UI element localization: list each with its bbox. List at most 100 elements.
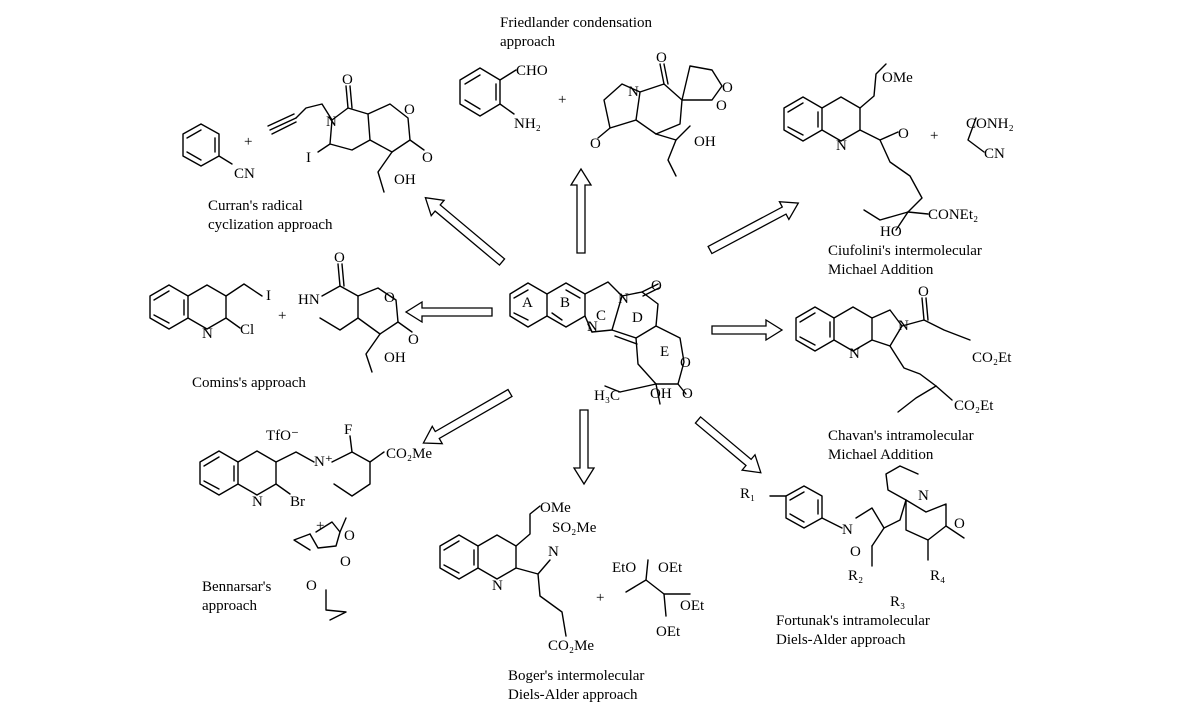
curran-structures (182, 85, 425, 193)
bo-so2me: SO₂Me (552, 520, 597, 536)
cpt-o-carbonyl: O (651, 278, 662, 294)
caption-boger: Boger's intermolecular Diels-Alder appro… (508, 667, 644, 705)
caption-line: Ciufolini's intermolecular (828, 243, 982, 259)
retro-arrow-lower-right (694, 416, 762, 474)
fo-n1: N (842, 522, 853, 538)
caption-friedlander: Friedlander condensation approach (500, 14, 652, 52)
retro-arrow-up (569, 167, 593, 254)
caption-line: Chavan's intramolecular (828, 428, 974, 444)
be-co2me: CO₂Me (386, 446, 432, 462)
cu-i: I (306, 150, 311, 166)
retro-arrow-left (404, 300, 493, 324)
caption-line: Michael Addition (828, 262, 934, 278)
retro-arrows (404, 167, 800, 486)
co-o3: O (408, 332, 419, 348)
cu-n: N (326, 114, 337, 130)
caption-line: Diels-Alder approach (508, 687, 638, 703)
cu-o3: O (422, 150, 433, 166)
fr-nh2: NH₂ (514, 116, 541, 132)
ch-n2: N (898, 318, 909, 334)
co-n: N (202, 326, 213, 342)
ci-n: N (836, 138, 847, 154)
be-br: Br (290, 494, 305, 510)
cpt-h3c: H₃C (594, 388, 620, 404)
plus-ciufolini: + (930, 128, 938, 144)
cpt-oh: OH (650, 386, 672, 402)
cu-oh: OH (394, 172, 416, 188)
fo-r4: R₄ (930, 568, 945, 584)
ch-co2et-1: CO₂Et (972, 350, 1012, 366)
fo-n2: N (918, 488, 929, 504)
camptothecin-structure (509, 281, 687, 405)
fo-r2: R₂ (848, 568, 863, 584)
caption-line: Bennarsar's (202, 579, 272, 595)
bo-n1: N (492, 578, 503, 594)
friedlander-structures (459, 63, 723, 177)
be-o3: O (306, 578, 317, 594)
ci-conet2: CONEt₂ (928, 207, 978, 223)
caption-comins: Comins's approach (192, 374, 306, 393)
caption-line: cyclization approach (208, 217, 333, 233)
co-oh: OH (384, 350, 406, 366)
caption-line: approach (202, 598, 257, 614)
ci-o: O (898, 126, 909, 142)
bennarsar-structures (199, 435, 385, 621)
retro-arrow-down (572, 409, 596, 486)
boger-structures (439, 505, 691, 637)
bo-ome: OMe (540, 500, 571, 516)
retro-arrow-right (711, 318, 784, 342)
caption-line: Diels-Alder approach (776, 632, 906, 648)
fo-r1: R₁ (740, 486, 755, 502)
caption-bennarsar: Bennarsar's approach (202, 578, 271, 616)
bo-n2: N (548, 544, 559, 560)
fr-o4: O (590, 136, 601, 152)
comins-structures (149, 263, 413, 373)
be-n: N (252, 494, 263, 510)
co-i: I (266, 288, 271, 304)
caption-ciufolini: Ciufolini's intermolecular Michael Addit… (828, 242, 982, 280)
fr-o3: O (722, 80, 733, 96)
co-o1: O (334, 250, 345, 266)
bo-oet3: OEt (656, 624, 681, 640)
fo-o2: O (954, 516, 965, 532)
ring-label-e: E (660, 344, 669, 360)
cpt-n-quinoline: N (587, 319, 598, 335)
be-o1: O (344, 528, 355, 544)
cpt-o-lactone-carbonyl: O (682, 386, 693, 402)
co-cl: Cl (240, 322, 254, 338)
bo-co2me: CO₂Me (548, 638, 594, 654)
atom-labels: N N O O O OH H₃C CHO NH₂ O O O O N OH CN… (202, 50, 1014, 654)
fr-n: N (628, 84, 639, 100)
fortunak-structures (769, 465, 965, 567)
be-f: F (344, 422, 352, 438)
be-o2: O (340, 554, 351, 570)
ring-label-d: D (632, 310, 643, 326)
fr-o2: O (716, 98, 727, 114)
caption-line: Fortunak's intramolecular (776, 613, 930, 629)
plus-comins: + (278, 308, 286, 324)
ch-o: O (918, 284, 929, 300)
caption-curran: Curran's radical cyclization approach (208, 197, 333, 235)
ring-label-a: A (522, 295, 533, 311)
ring-label-c: C (596, 308, 606, 324)
cu-o2: O (404, 102, 415, 118)
fo-r3: R₃ (890, 594, 905, 610)
ring-label-b: B (560, 295, 570, 311)
retro-arrow-upper-right (707, 201, 800, 255)
ci-ho: HO (880, 224, 902, 240)
cpt-o-lactone: O (680, 355, 691, 371)
ci-cn: CN (984, 146, 1005, 162)
ci-ome: OMe (882, 70, 913, 86)
caption-line: Boger's intermolecular (508, 668, 645, 684)
caption-line: approach (500, 34, 555, 50)
fr-cho: CHO (516, 63, 548, 79)
fr-oh: OH (694, 134, 716, 150)
cu-o1: O (342, 72, 353, 88)
caption-line: Michael Addition (828, 447, 934, 463)
chavan-structures (795, 297, 971, 413)
ci-conh2: CONH₂ (966, 116, 1014, 132)
ch-n1: N (849, 346, 860, 362)
ch-co2et-2: CO₂Et (954, 398, 994, 414)
caption-line: Friedlander condensation (500, 15, 653, 31)
